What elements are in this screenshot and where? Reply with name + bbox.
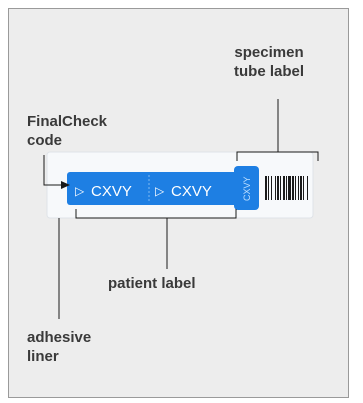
finalcheck-arrowhead	[61, 181, 70, 189]
specimen-tube-label-line-1: specimen	[234, 44, 304, 61]
barcode-bar	[295, 176, 296, 200]
barcode-bar	[271, 176, 272, 200]
barcode-bar	[286, 176, 287, 200]
play-icon: ▷	[75, 184, 85, 198]
vertical-code-text: CXVY	[242, 176, 252, 201]
barcode-bar	[265, 176, 267, 200]
adhesive-liner-title: adhesive liner	[27, 328, 91, 366]
barcode-bar	[288, 176, 291, 200]
barcode-bar	[307, 176, 308, 200]
label-diagram: ▷ CXVY ▷ CXVY CXVY	[43, 99, 319, 319]
patient-label-title: patient label	[108, 275, 196, 292]
specimen-tube-label-title: specimen tube label	[234, 43, 304, 81]
barcode-bar	[283, 176, 285, 200]
patient-bracket	[75, 209, 237, 219]
barcode-bar	[298, 176, 299, 200]
play-icon: ▷	[155, 184, 165, 198]
finalcheck-leader-line	[43, 155, 62, 186]
finalcheck-code-title: FinalCheck code	[27, 112, 107, 150]
finalcheck-line-1: FinalCheck	[27, 113, 108, 130]
barcode-bar	[303, 176, 304, 200]
specimen-tube-label-line-2: tube label	[234, 63, 305, 80]
finalcheck-line-2: code	[27, 132, 63, 149]
barcode-bar	[280, 176, 281, 200]
barcode-bar	[277, 176, 279, 200]
barcode-bar	[292, 176, 294, 200]
barcode-bar	[268, 176, 269, 200]
barcode-bar	[300, 176, 302, 200]
barcode	[265, 176, 308, 200]
barcode-bar	[275, 176, 276, 200]
diagram-panel: ▷ CXVY ▷ CXVY CXVY specimen tube label	[8, 8, 349, 398]
patient-label-strip	[67, 172, 259, 205]
adhesive-line-1: adhesive	[27, 329, 92, 346]
code-text-1: CXVY	[91, 183, 132, 200]
adhesive-line-2: liner	[27, 348, 59, 365]
patient-label-tab	[234, 166, 259, 210]
code-text-2: CXVY	[171, 183, 212, 200]
